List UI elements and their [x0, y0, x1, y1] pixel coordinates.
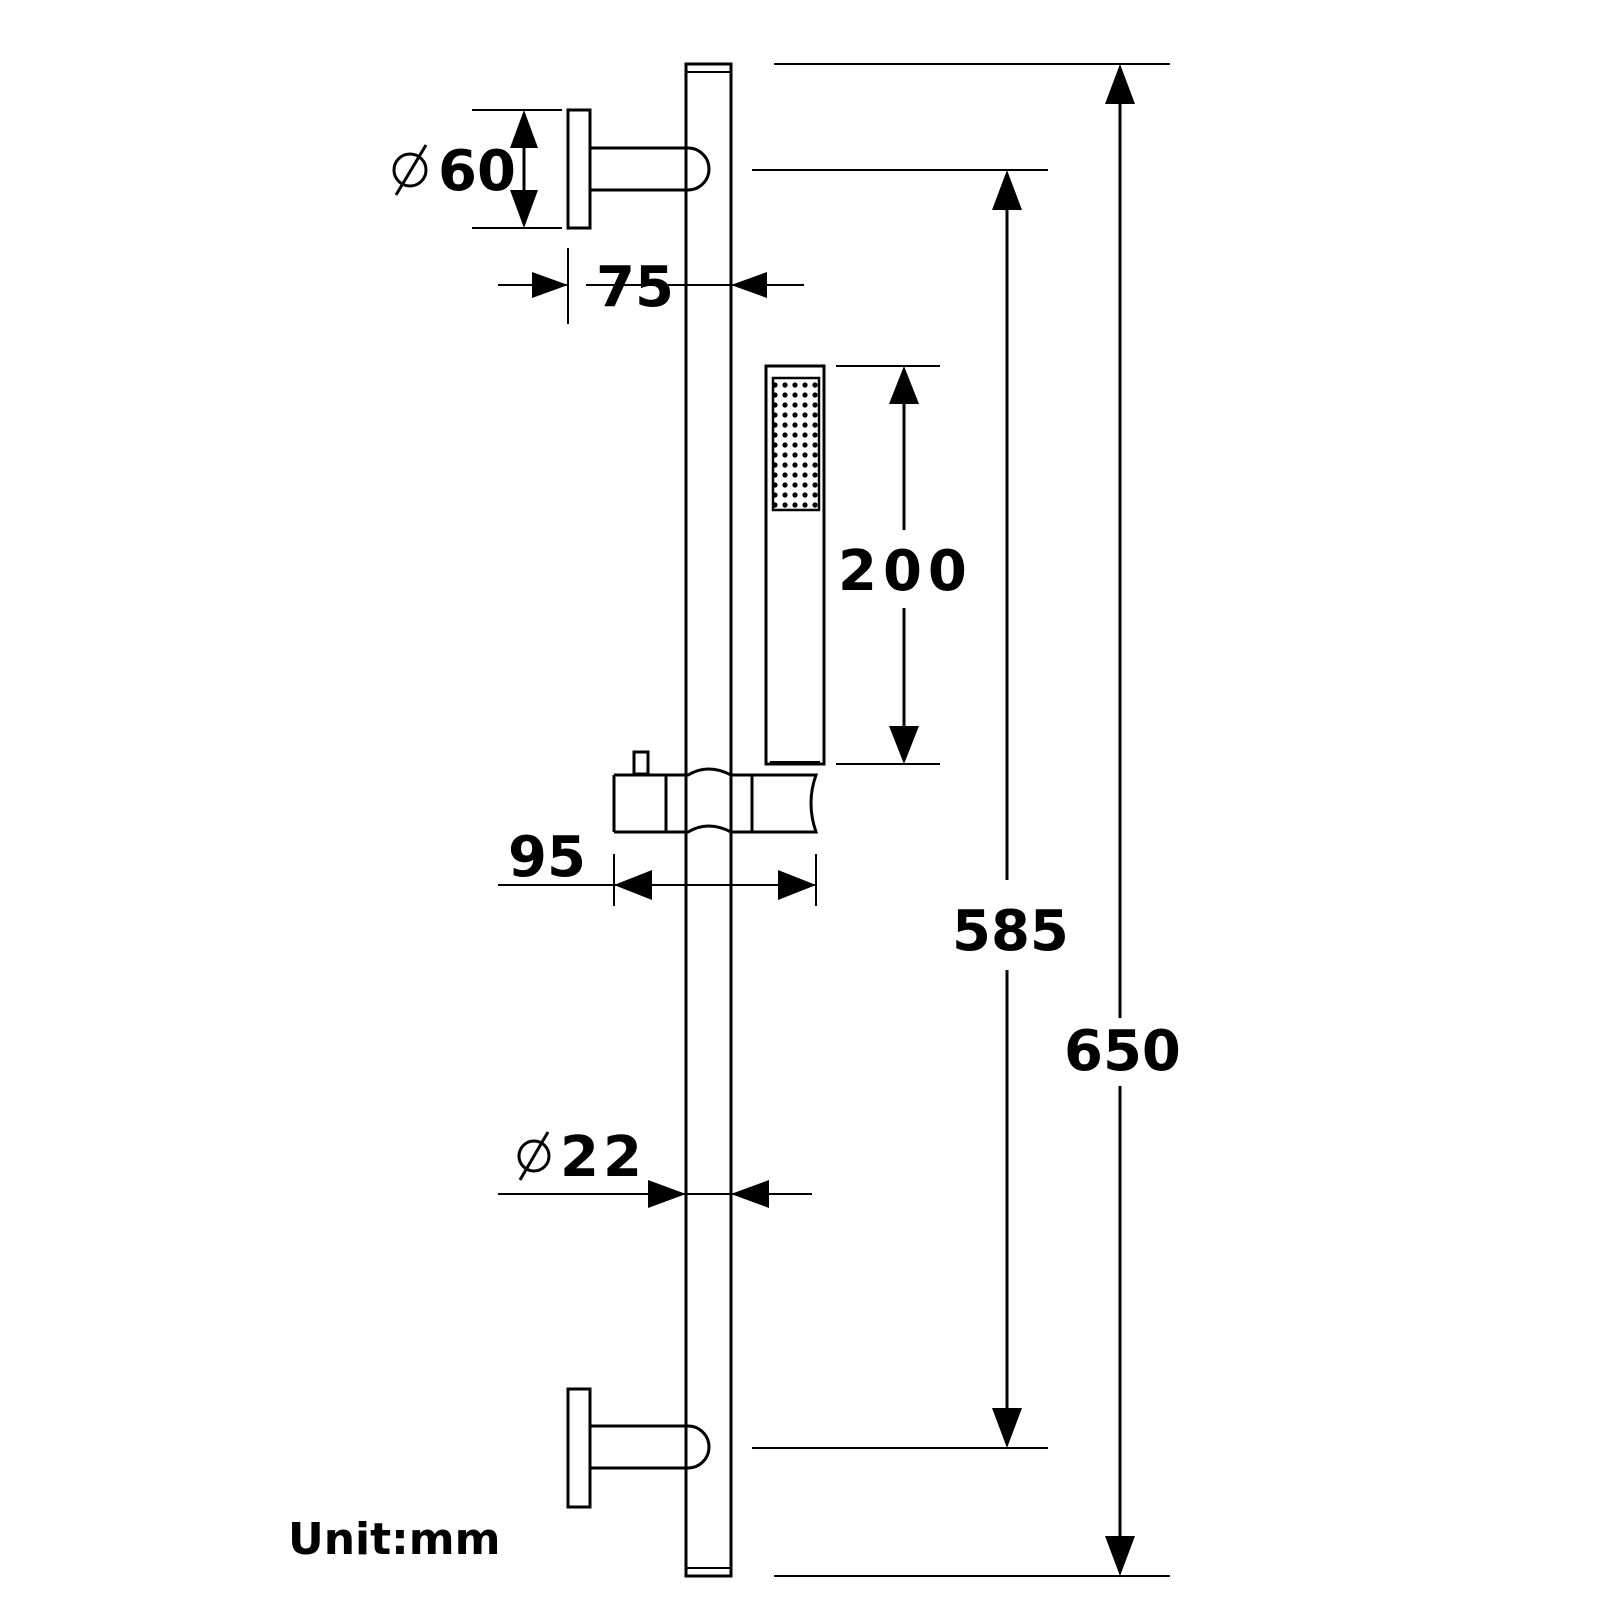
- holder-width-label: 95: [508, 825, 586, 890]
- rail-diameter-label: 22: [560, 1125, 646, 1190]
- dimension-rail-length: 650: [774, 63, 1181, 1577]
- bracket-diameter-label: 60: [438, 139, 516, 204]
- diameter-symbol-icon: [392, 144, 428, 196]
- dimension-bracket-depth: 75: [498, 248, 804, 324]
- handshower-length-label: 200: [838, 539, 973, 604]
- dimension-holder-width: 95: [498, 825, 817, 906]
- slide-rail: [684, 62, 733, 1578]
- bracket-depth-label: 75: [596, 255, 674, 320]
- unit-label: Unit:mm: [288, 1514, 500, 1565]
- bottom-wall-bracket: [566, 1387, 711, 1509]
- dimension-rail-diameter: 22: [498, 1125, 812, 1208]
- bracket-spacing-label: 585: [952, 899, 1069, 964]
- top-wall-bracket: [566, 108, 711, 230]
- dimension-handshower-length: 200: [836, 365, 973, 765]
- dimension-bracket-spacing: 585: [752, 169, 1069, 1449]
- rail-length-label: 650: [1064, 1019, 1181, 1084]
- diameter-symbol-icon: [517, 1131, 551, 1181]
- dimension-bracket-diameter: 60: [392, 109, 562, 229]
- sliding-holder: [612, 750, 819, 834]
- hand-shower: [764, 364, 826, 766]
